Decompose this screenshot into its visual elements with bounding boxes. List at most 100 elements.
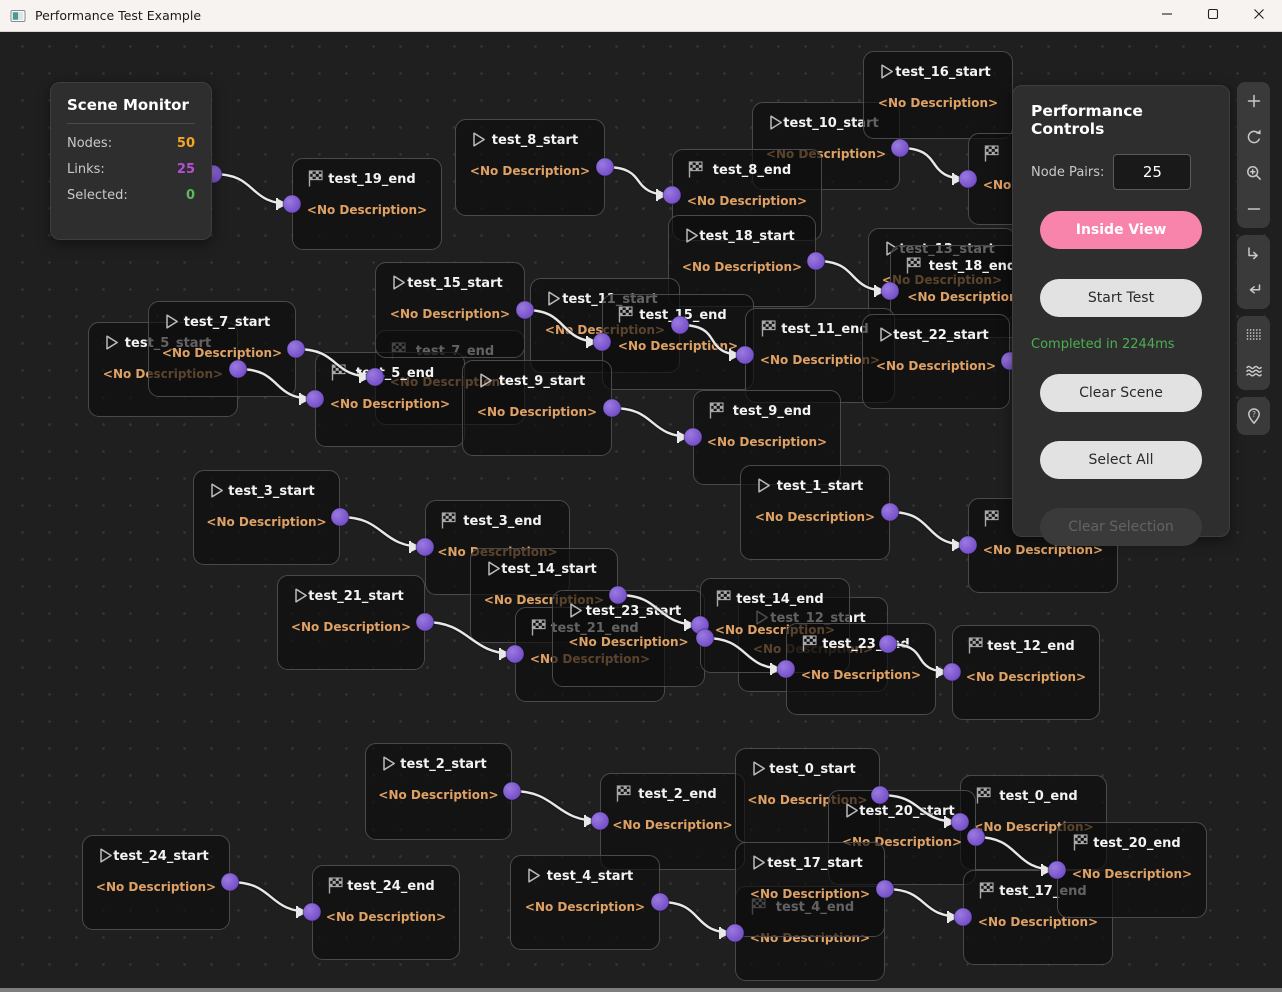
toolbar-group [1237,316,1270,390]
graph-node-test_18_start[interactable]: test_18_start<No Description> [668,215,816,307]
reset-view-button[interactable] [1237,119,1270,155]
graph-node-test_2_start[interactable]: test_2_start<No Description> [365,743,512,840]
node-title: test_8_end [712,163,792,178]
window-bottom-edge [0,988,1282,992]
play-icon [544,289,563,308]
scene-monitor-row: Links: 25 [67,162,195,177]
node-title: test_12_end [987,639,1075,654]
zoom-out-minus-icon [1247,208,1260,210]
node-title: test_3_start [228,484,315,499]
node-title: test_8_start [491,133,579,148]
graph-node-test_7_start[interactable]: test_7_start<No Description> [148,301,296,397]
checkered-flag-icon [714,589,733,608]
checkered-flag-icon [982,509,1001,528]
window-buttons [1144,0,1282,31]
graph-node-test_16_start[interactable]: test_16_start<No Description> [863,51,1013,139]
node-pairs-input[interactable] [1113,154,1192,190]
node-title: test_9_end [732,404,812,419]
play-icon [766,113,785,132]
node-title: test_23_start [585,604,682,619]
graph-node-test_20_end[interactable]: test_20_end<No Description> [1057,822,1207,918]
graph-node-test_9_start[interactable]: test_9_start<No Description> [462,360,612,456]
graph-node-test_1_start[interactable]: test_1_start<No Description> [740,465,890,560]
zoom-in-plus-button[interactable] [1237,83,1270,119]
node-title: test_3_end [463,514,542,529]
start-test-button[interactable]: Start Test [1040,279,1202,317]
graph-node-test_5_end[interactable]: test_5_end<No Description> [315,352,465,447]
graph-node-test_19_end[interactable]: test_19_end<No Description> [292,158,442,250]
checkered-flag-icon [974,786,993,805]
play-icon [469,130,488,149]
waves-button[interactable] [1237,353,1270,389]
node-title: test_21_start [308,589,404,604]
scene-monitor-row: Nodes:50 [67,136,195,151]
node-pairs-label: Node Pairs: [1031,164,1105,180]
select-all-button[interactable]: Select All [1040,441,1202,479]
node-title: test_17_start [767,856,863,871]
maximize-button[interactable] [1190,0,1236,31]
checkered-flag-icon [439,511,458,530]
play-icon [566,601,585,620]
play-icon [484,559,503,578]
pin-question-icon: ? [1247,408,1260,424]
node-description: <No Description> [568,635,689,649]
minimize-button[interactable] [1144,0,1190,31]
graph-node-test_23_start[interactable]: test_23_start <No Description> [552,590,705,687]
node-title: test_22_start [893,328,989,343]
window-titlebar[interactable]: Performance Test Example [0,0,1282,32]
node-title: test_24_end [347,879,435,894]
toolbar-group [1237,235,1270,309]
node-description: <No Description> [706,435,828,449]
graph-node-test_24_end[interactable]: test_24_end<No Description> [312,865,460,960]
node-description: <No Description> [754,510,876,524]
row-label: Links: [67,162,105,177]
graph-node-test_3_start[interactable]: test_3_start <No Description> [193,470,340,565]
graph-node-test_21_start[interactable]: test_21_start<No Description> [277,575,425,670]
node-description: <No Description> [982,543,1104,557]
clear-scene-button[interactable]: Clear Scene [1040,374,1202,412]
toolbar-group: ? [1237,397,1270,435]
graph-node-test_24_start[interactable]: test_24_start<No Description> [82,835,230,930]
node-description: <No Description> [875,359,997,373]
play-icon [749,759,768,778]
graph-node-test_4_start[interactable]: test_4_start<No Description> [510,855,660,950]
graph-node-test_12_end[interactable]: test_12_end<No Description> [952,625,1100,720]
checkered-flag-icon [306,169,325,188]
app-icon [10,8,26,24]
node-description: <No Description> [749,887,871,901]
node-description: <No Description> [524,900,646,914]
inside-view-button[interactable]: Inside View [1040,211,1202,249]
branch-arrow-icon [1247,247,1258,260]
graph-node-test_15_end[interactable]: test_15_end<No Description> [602,294,754,390]
dot-grid-button[interactable] [1237,317,1270,353]
play-icon [389,273,408,292]
node-description: <No Description> [617,339,739,353]
node-description: <No Description> [800,668,922,682]
node-description: <No Description> [95,880,217,894]
zoom-magnifier-button[interactable] [1237,155,1270,191]
node-description: <No Description> [977,915,1099,929]
graph-node-test_22_start[interactable]: test_22_start <No Description> [862,314,1010,409]
node-title: test_15_start [407,276,503,291]
graph-node-test_17_start[interactable]: test_17_start <No Description> [735,842,885,937]
graph-node-test_23_end[interactable]: test_23_end <No Description> [786,623,936,715]
play-icon [207,481,226,500]
clear-selection-button[interactable]: Clear Selection [1040,508,1202,546]
node-description: <No Description> [206,515,327,529]
graph-node-test_8_start[interactable]: test_8_start <No Description> [455,119,605,216]
play-icon [96,846,115,865]
close-button[interactable] [1236,0,1282,31]
return-arrow-button[interactable] [1237,272,1270,308]
graph-node-test_15_start[interactable]: test_15_start<No Description> [375,262,525,358]
checkered-flag-icon [616,305,635,324]
node-title: test_18_end [928,259,1017,274]
node-description: <No Description> [469,164,591,178]
scene-monitor-title: Scene Monitor [67,96,189,114]
checkered-flag-icon [977,881,996,900]
branch-arrow-button[interactable] [1237,236,1270,272]
checkered-flag-icon [982,144,1001,163]
row-value: 25 [176,162,195,177]
pin-question-button[interactable]: ? [1237,398,1270,434]
zoom-out-minus-button[interactable] [1237,191,1270,227]
node-title: test_23_end [822,637,910,652]
